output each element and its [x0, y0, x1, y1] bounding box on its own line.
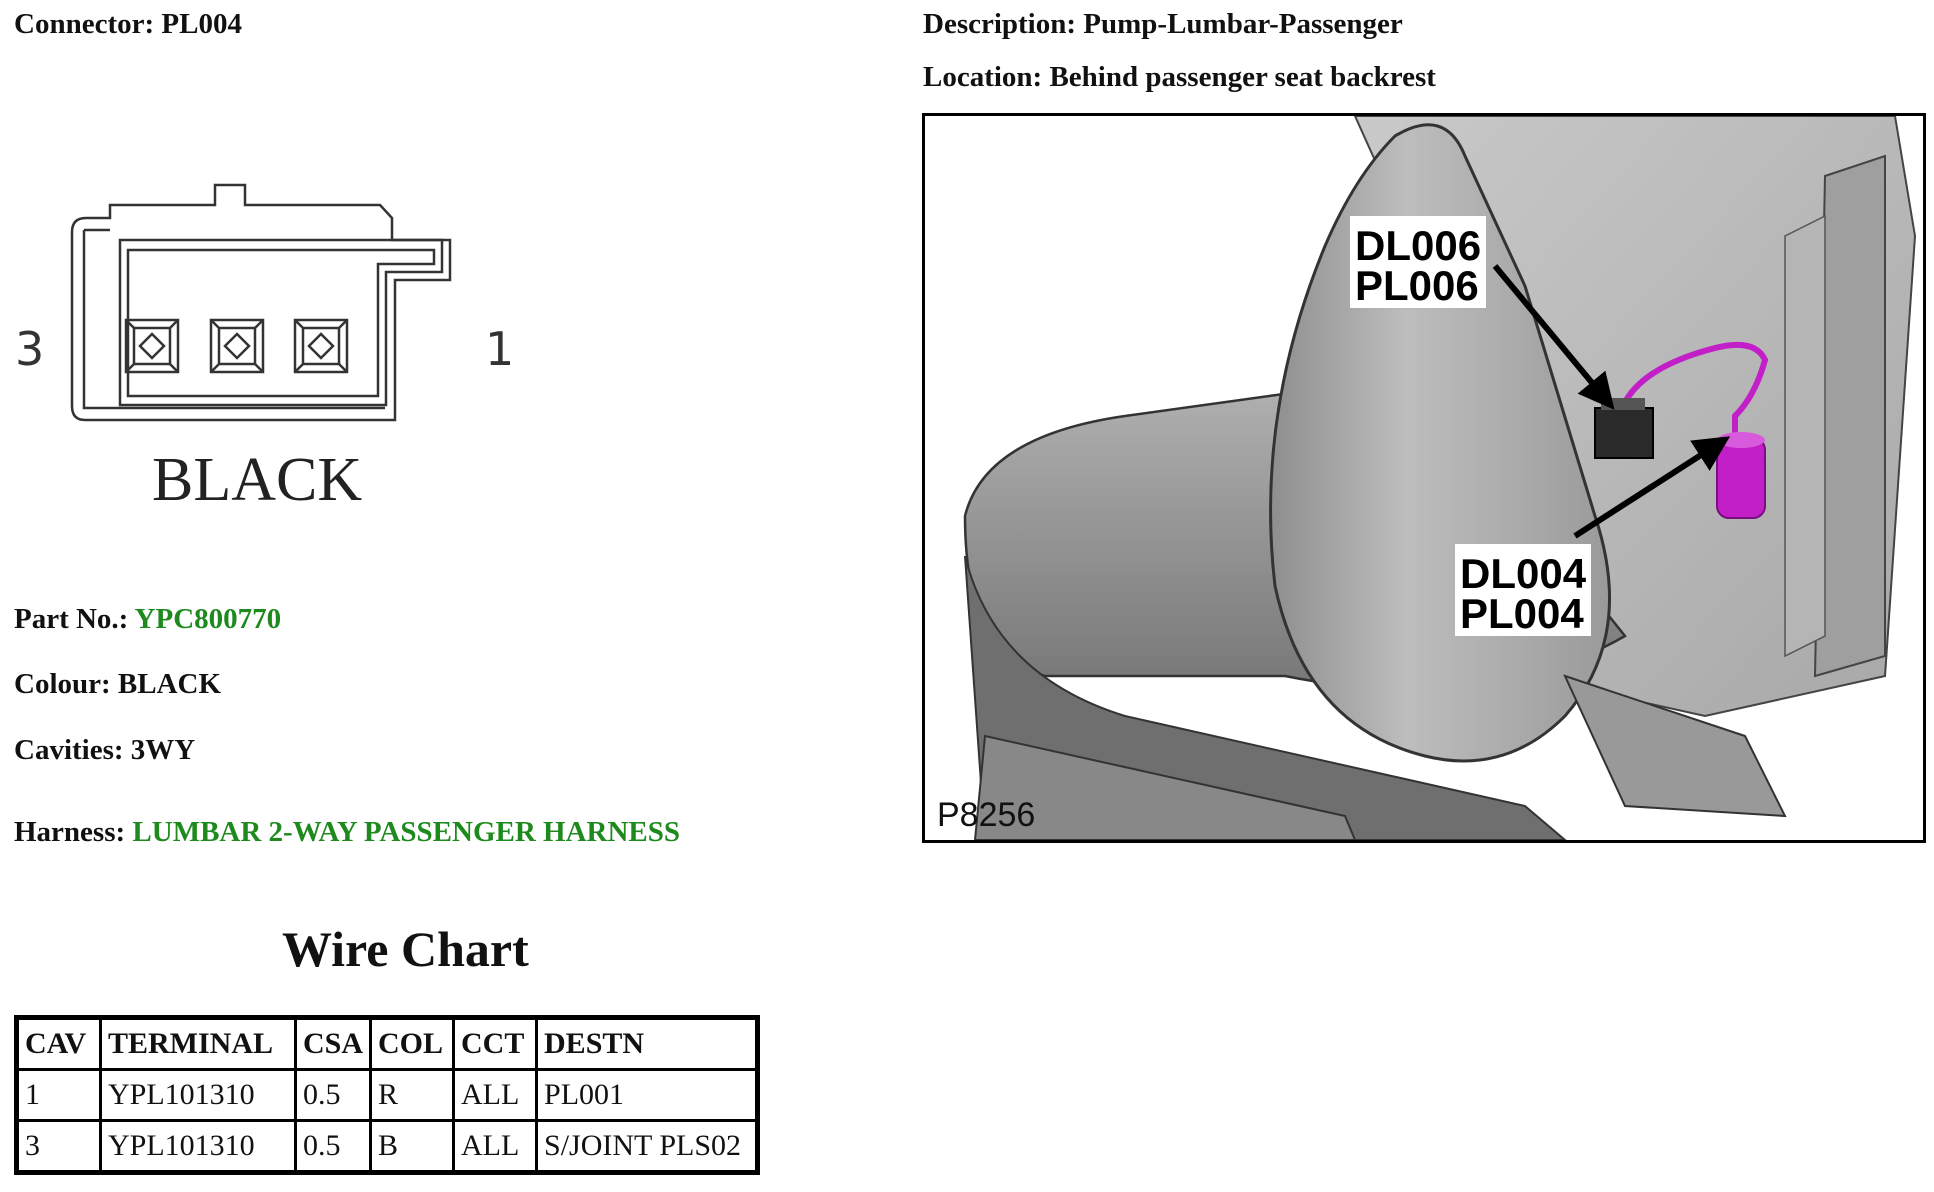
colour-line: Colour: BLACK [14, 668, 221, 701]
connector-label: Connector: [14, 8, 155, 40]
wire-chart-header-row: CAV TERMINAL CSA COL CCT DESTN [15, 1016, 760, 1071]
cavities-line: Cavities: 3WY [14, 734, 195, 767]
callout-bottom-line2: PL004 [1460, 590, 1584, 637]
part-number-label: Part No.: [14, 603, 129, 635]
connector-face-diagram: 3 1 BLACK [15, 183, 510, 514]
cell-cav: 1 [15, 1068, 102, 1122]
description-label: Description: [923, 8, 1077, 40]
harness-label: Harness: [14, 816, 126, 848]
wire-chart-table: CAV TERMINAL CSA COL CCT DESTN 1 YPL1013… [14, 1015, 761, 1175]
callout-top-line2: PL006 [1355, 262, 1479, 309]
description-value: Pump-Lumbar-Passenger [1083, 8, 1403, 40]
cell-cav: 3 [15, 1119, 102, 1174]
cell-destn: S/JOINT PLS02 [535, 1119, 760, 1174]
header-destn: DESTN [535, 1016, 760, 1071]
cell-cct: ALL [452, 1119, 539, 1174]
cell-col: R [369, 1068, 456, 1122]
callout-bottom-line1: DL004 [1460, 550, 1587, 597]
pin-label-right: 1 [485, 322, 510, 376]
cell-csa: 0.5 [293, 1068, 373, 1122]
harness-link[interactable]: LUMBAR 2-WAY PASSENGER HARNESS [132, 816, 681, 848]
cavities-label: Cavities: [14, 734, 124, 766]
wire-chart-title: Wire Chart [282, 921, 529, 977]
cell-terminal: YPL101310 [99, 1119, 297, 1174]
cell-csa: 0.5 [293, 1119, 373, 1174]
header-terminal: TERMINAL [99, 1016, 297, 1071]
header-cav: CAV [15, 1016, 102, 1071]
callout-top-line1: DL006 [1355, 222, 1481, 269]
photo-reference: P8256 [937, 796, 1035, 834]
cell-cct: ALL [452, 1068, 539, 1122]
connector-colour-text: BLACK [152, 446, 362, 514]
description-heading: Description: Pump-Lumbar-Passenger [923, 8, 1403, 41]
location-label: Location: [923, 61, 1043, 93]
seat-illustration: DL006 PL006 DL004 PL004 P8256 [937, 116, 1917, 840]
connector-heading: Connector: PL004 [14, 8, 242, 41]
colour-value: BLACK [117, 668, 222, 700]
cell-terminal: YPL101310 [99, 1068, 297, 1122]
header-csa: CSA [293, 1016, 373, 1071]
cell-col: B [369, 1119, 456, 1174]
pin-label-left: 3 [15, 322, 44, 376]
cavities-value: 3WY [130, 734, 196, 766]
location-value: Behind passenger seat backrest [1049, 61, 1436, 93]
part-number-line: Part No.: YPC800770 [14, 603, 281, 636]
location-heading: Location: Behind passenger seat backrest [923, 61, 1436, 94]
table-row: 1 YPL101310 0.5 R ALL PL001 [15, 1068, 760, 1122]
connector-value: PL004 [161, 8, 242, 40]
cell-destn: PL001 [535, 1068, 760, 1122]
part-number-link[interactable]: YPC800770 [134, 603, 282, 635]
colour-label: Colour: [14, 668, 111, 700]
harness-line: Harness: LUMBAR 2-WAY PASSENGER HARNESS [14, 816, 680, 849]
location-illustration: DL006 PL006 DL004 PL004 P8256 [922, 113, 1926, 843]
header-cct: CCT [452, 1016, 539, 1071]
table-row: 3 YPL101310 0.5 B ALL S/JOINT PLS02 [15, 1119, 760, 1174]
header-col: COL [369, 1016, 456, 1071]
